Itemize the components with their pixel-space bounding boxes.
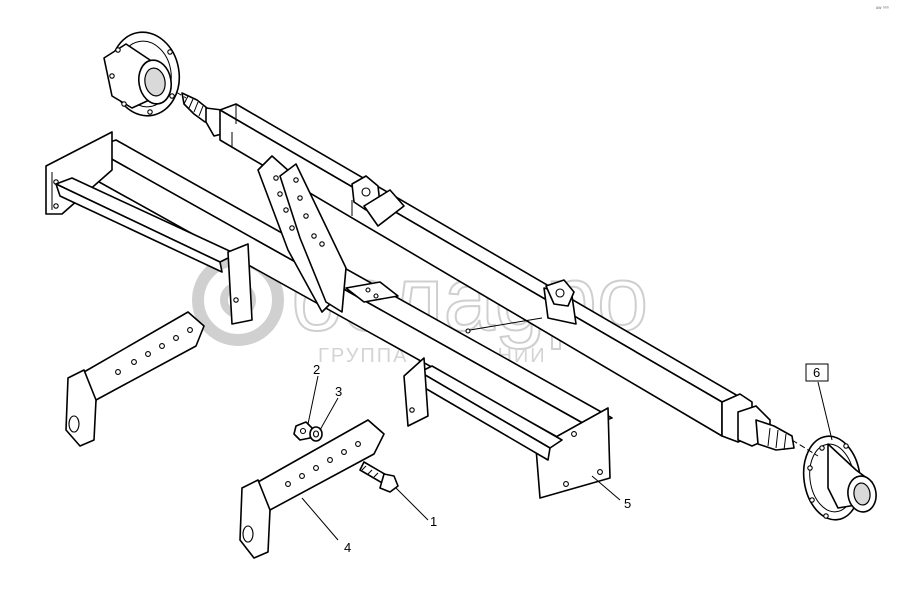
- callout-leaders: [301, 375, 833, 541]
- nut: [293, 421, 313, 441]
- callout-labels: 1 2 3 4 5 6: [313, 362, 829, 555]
- callout-2: 2: [313, 362, 320, 377]
- callout-3: 3: [335, 384, 342, 399]
- bolt: [359, 461, 399, 493]
- callout-6-box: [805, 363, 829, 382]
- axle-beam: [181, 92, 795, 451]
- center-hitch-brackets: [257, 155, 575, 313]
- hub-right: [802, 435, 877, 521]
- callout-5: 5: [624, 496, 631, 511]
- callout-6: 6: [813, 365, 820, 380]
- washer: [309, 426, 323, 442]
- hub-left: [103, 31, 181, 117]
- callout-1: 1: [430, 514, 437, 529]
- callout-4: 4: [344, 540, 351, 555]
- hitch-arm-upper: [65, 311, 205, 447]
- corner-mark: ᴬᵂ ⁰⁰⁰: [875, 6, 889, 12]
- hitch-arm-lower: [239, 419, 385, 559]
